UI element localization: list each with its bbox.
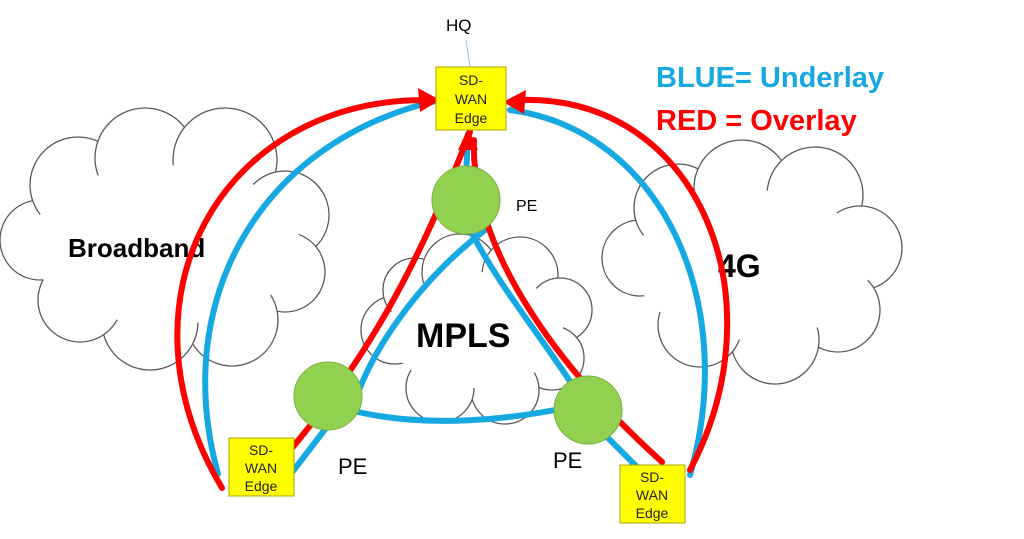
- broadband-cloud: [0, 107, 330, 371]
- fourg-cloud: [601, 139, 903, 385]
- edge-right-line3: Edge: [636, 505, 669, 521]
- edge-right-line2: WAN: [636, 487, 668, 503]
- legend-underlay: BLUE= Underlay: [656, 62, 884, 94]
- arrow-hq-bottom: [458, 128, 478, 150]
- sdwan-edge-right: SD- WAN Edge: [619, 464, 686, 524]
- pe-label-top: PE: [516, 198, 537, 215]
- edge-left-line1: SD-: [249, 442, 273, 458]
- mpls-cloud: [360, 233, 593, 425]
- underlay-broadband-link: [202, 97, 443, 477]
- edge-hq-line3: Edge: [455, 110, 488, 126]
- legend-overlay: RED = Overlay: [656, 105, 857, 137]
- hq-label: HQ: [446, 16, 472, 35]
- underlay-left-pe-link: [287, 425, 329, 478]
- edge-right-line1: SD-: [640, 469, 664, 485]
- edge-left-line3: Edge: [245, 478, 278, 494]
- pe-node-top: [431, 165, 501, 235]
- pe-label-left: PE: [338, 454, 367, 479]
- overlay-arrowheads: [418, 88, 526, 150]
- arrow-hq-left: [418, 88, 440, 112]
- pe-node-right: [553, 375, 623, 445]
- sdwan-edge-left: SD- WAN Edge: [228, 437, 295, 497]
- overlay-4g-tunnel: [517, 96, 731, 473]
- pe-node-left: [293, 361, 363, 431]
- underlay-mpls-top-right: [463, 219, 585, 403]
- arrow-hq-right: [503, 90, 526, 114]
- sdwan-edge-hq: SD- WAN Edge: [435, 66, 507, 131]
- edge-hq-line1: SD-: [459, 72, 483, 88]
- edge-hq-line2: WAN: [455, 91, 487, 107]
- underlay-mpls-bottom: [355, 403, 578, 424]
- pe-label-right: PE: [553, 448, 582, 473]
- mpls-label: MPLS: [416, 317, 510, 355]
- overlay-broadband-tunnel: [174, 97, 428, 491]
- hq-connector: [465, 39, 471, 68]
- underlay-4g-link: [507, 107, 708, 478]
- broadband-label: Broadband: [68, 233, 205, 263]
- edge-left-line2: WAN: [245, 460, 277, 476]
